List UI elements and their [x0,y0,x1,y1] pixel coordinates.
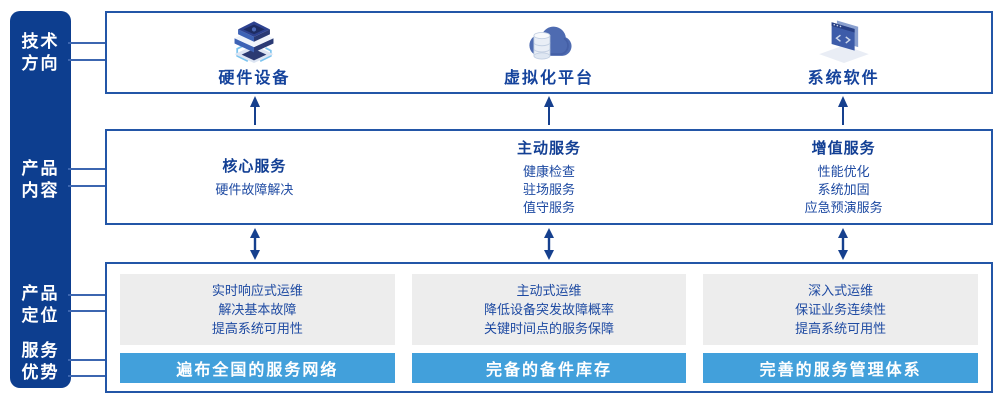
connector-line [68,294,108,296]
connector-line [68,310,108,312]
sidebar-label-product-positioning: 产品 定位 [21,284,60,325]
positioning-line: 提高系统可用性 [795,321,887,336]
arrow-up-down-icon [838,228,848,260]
positioning-line: 深入式运维 [808,283,874,298]
service-column-value-added: 增值服务 性能优化 系统加固 应急预演服务 [696,131,991,223]
arrow-up-down-icon [544,228,554,260]
code-window-icon [814,17,874,63]
service-item: 应急预演服务 [804,200,883,215]
tech-item-label: 虚拟化平台 [504,70,595,87]
service-item: 硬件故障解决 [215,182,294,197]
category-sidebar: 技术 方向 产品 内容 产品 定位 服务 优势 [10,11,71,388]
arrow-up-icon [838,96,848,125]
positioning-line: 主动式运维 [516,283,582,298]
product-content-box: 核心服务 硬件故障解决 主动服务 健康检查 驻场服务 值守服务 增值服务 性能优… [105,129,993,225]
service-item: 性能优化 [817,164,870,179]
sidebar-label-product-content: 产品 内容 [21,159,60,200]
positioning-column-2: 主动式运维 降低设备突发故障概率 关键时间点的服务保障 完备的备件库存 [411,274,687,391]
positioning-panel: 实时响应式运维 解决基本故障 提高系统可用性 [120,274,395,345]
advantage-banner: 完备的备件库存 [411,353,687,383]
service-column-proactive: 主动服务 健康检查 驻场服务 值守服务 [402,131,697,223]
positioning-line: 解决基本故障 [218,302,297,317]
connector-line [68,168,108,170]
service-item: 健康检查 [523,164,576,179]
service-column-core: 核心服务 硬件故障解决 [107,131,402,223]
connector-line [68,59,108,61]
positioning-line: 提高系统可用性 [211,321,303,336]
positioning-line: 关键时间点的服务保障 [484,321,615,336]
positioning-line: 保证业务连续性 [795,302,887,317]
tech-item-virtualization: 虚拟化平台 [402,17,697,88]
sidebar-label-tech-direction: 技术 方向 [21,32,60,73]
connector-line [68,359,108,361]
arrow-up-down-icon [250,228,260,260]
connector-line [68,185,108,187]
connector-line [68,375,108,377]
tech-item-label: 系统软件 [807,70,880,87]
connector-line [68,42,108,44]
service-item: 值守服务 [523,200,576,215]
service-item: 驻场服务 [523,182,576,197]
positioning-column-3: 深入式运维 保证业务连续性 提高系统可用性 完善的服务管理体系 [703,274,979,391]
arrow-up-icon [250,96,260,125]
cloud-database-icon [519,17,579,63]
advantage-banner: 完善的服务管理体系 [703,353,979,383]
tech-item-hardware: 硬件设备 [107,17,402,88]
positioning-panel: 深入式运维 保证业务连续性 提高系统可用性 [703,274,979,345]
sidebar-label-service-advantage: 服务 优势 [21,341,60,382]
service-column-title: 核心服务 [222,158,287,175]
service-column-title: 增值服务 [811,140,876,157]
positioning-column-1: 实时响应式运维 解决基本故障 提高系统可用性 遍布全国的服务网络 [120,274,395,391]
arrow-up-icon [544,96,554,125]
positioning-line: 实时响应式运维 [211,283,303,298]
advantage-banner: 遍布全国的服务网络 [120,353,395,383]
positioning-advantage-box: 实时响应式运维 解决基本故障 提高系统可用性 遍布全国的服务网络 主动式运维 降… [105,262,993,393]
tech-item-label: 硬件设备 [218,70,291,87]
positioning-panel: 主动式运维 降低设备突发故障概率 关键时间点的服务保障 [411,274,687,345]
tech-item-system-software: 系统软件 [696,17,991,88]
server-stack-icon [224,17,284,63]
service-item: 系统加固 [817,182,870,197]
positioning-line: 降低设备突发故障概率 [484,302,615,317]
service-column-title: 主动服务 [517,140,582,157]
tech-direction-box: 硬件设备 虚拟化平台 [105,11,993,94]
